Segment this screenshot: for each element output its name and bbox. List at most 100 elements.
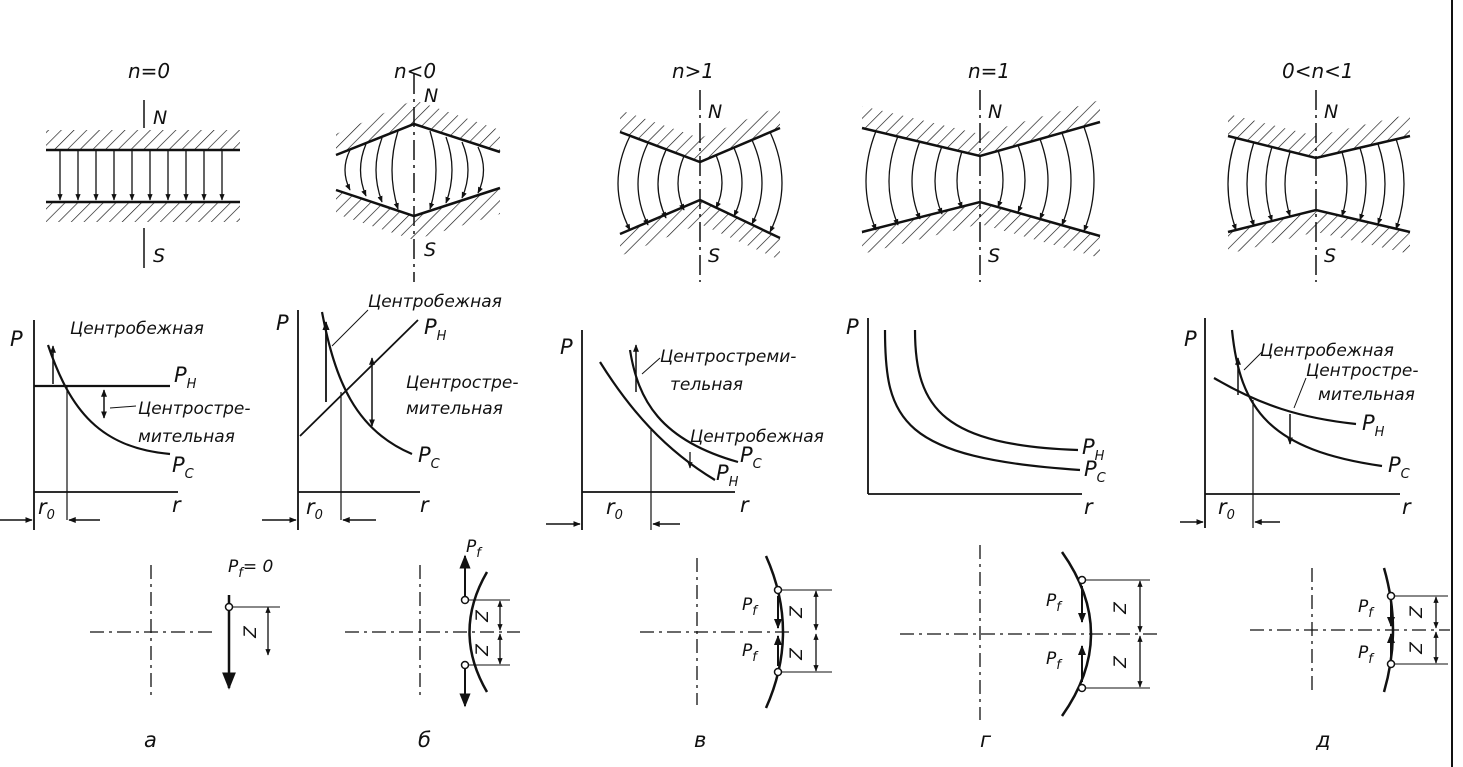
panel-a-graph: P r Центробежная Центростре- мительная P…: [0, 319, 251, 530]
panel-c-force: Z Z Pf Pf в: [640, 555, 832, 752]
panel-c-label-centrifugal: Центробежная: [690, 427, 824, 447]
panel-b-magnet: N S: [335, 74, 501, 282]
panel-d-axis-r: r: [1084, 495, 1094, 519]
panel-a-r0-label: r0: [38, 495, 55, 523]
panel-a-curve-h-label: PH: [174, 363, 197, 392]
panel-b-axis-r: r: [420, 493, 430, 517]
panel-e-z-lower: Z: [1407, 642, 1427, 655]
panel-e-pole-s: S: [1324, 245, 1336, 267]
panel-a-label-centripetal-2: мительная: [138, 427, 235, 447]
panel-e-pf-upper: Pf: [1358, 597, 1375, 621]
panel-a-label-centripetal-1: Центростре-: [138, 399, 251, 419]
panel-d-z-lower: Z: [1111, 656, 1131, 669]
panel-e-force: Z Z Pf Pf д: [1250, 567, 1450, 752]
panel-a-magnet: N S: [46, 100, 240, 268]
panel-c-graph: P r Центростреми- тельная Центробежная P…: [546, 330, 824, 530]
panel-b-pf-label: Pf: [466, 537, 483, 561]
panel-b-letter: б: [418, 728, 431, 752]
panel-a-heading: n=0: [128, 59, 170, 83]
panel-a-axis-p: P: [10, 327, 23, 351]
panel-a-pole-s: S: [153, 245, 165, 267]
panel-a-z: Z: [241, 626, 261, 639]
panel-c-axis-p: P: [560, 335, 573, 359]
panel-e-label-centripetal-1: Центростре-: [1306, 361, 1419, 381]
panel-e-graph: P r Центробежная Центростре- мительная P…: [1180, 318, 1419, 528]
panel-c: n>1 N S P r: [546, 59, 832, 752]
panel-b-graph: P r Центробежная Центростре- мительная P…: [262, 292, 519, 530]
panel-e-pole-n: N: [1324, 101, 1338, 123]
panel-a-curve-c: [46, 344, 171, 456]
panel-d-letter: г: [980, 728, 992, 752]
panel-c-r0-label: r0: [606, 495, 623, 523]
panel-c-axis-r: r: [740, 493, 750, 517]
panel-a-pf-label: Pf= 0: [228, 557, 273, 581]
panel-a-label-centrifugal: Центробежная: [70, 319, 204, 339]
panel-e-magnet: N S: [1227, 90, 1411, 282]
panel-c-pf-upper: Pf: [742, 595, 759, 619]
panel-e: 0<n<1 N S P r: [1180, 59, 1450, 752]
panel-b-curve-h: [299, 319, 419, 437]
panel-c-curve-h: [599, 361, 716, 481]
panel-a: n=0 N S: [0, 59, 280, 752]
panel-c-label-centripetal-2: тельная: [670, 375, 743, 395]
panel-c-letter: в: [694, 728, 706, 752]
panel-e-label-centrifugal: Центробежная: [1260, 341, 1394, 361]
panel-b-heading: n<0: [394, 59, 436, 83]
panel-b-z-upper: Z: [473, 610, 493, 623]
panel-b-label-centripetal-2: мительная: [406, 399, 503, 419]
panel-d-pole-s: S: [988, 245, 1000, 267]
panel-e-letter: д: [1315, 728, 1331, 752]
panel-c-label-centripetal-1: Центростреми-: [660, 347, 796, 367]
panel-e-r0-label: r0: [1218, 495, 1235, 523]
panel-d: n=1 N S P: [846, 59, 1160, 752]
panel-e-axis-r: r: [1402, 495, 1412, 519]
panel-d-force: Z Z Pf Pf г: [900, 545, 1160, 752]
panel-d-z-upper: Z: [1111, 602, 1131, 615]
panel-c-pole-n: N: [708, 101, 722, 123]
panel-b-curve-h-label: PH: [424, 315, 447, 344]
panel-d-curve-h: [913, 329, 1079, 452]
panel-d-curve-h-label: PH: [1082, 435, 1105, 464]
panel-d-curve-c-label: PC: [1084, 457, 1107, 486]
panel-a-axis-r: r: [172, 493, 182, 517]
panel-c-curve-c: [628, 349, 739, 464]
panel-c-heading: n>1: [672, 59, 714, 83]
panel-d-pf-upper: Pf: [1046, 591, 1063, 615]
panel-e-curve-h-label: PH: [1362, 411, 1385, 440]
panel-d-magnet: N S: [861, 90, 1101, 282]
panel-c-curve-h-label: PH: [716, 461, 739, 490]
panel-d-pole-n: N: [988, 101, 1002, 123]
panel-e-label-centripetal-2: мительная: [1318, 385, 1415, 405]
panel-b-label-centripetal-1: Центростре-: [406, 373, 519, 393]
panel-a-force: Z Pf= 0 а: [90, 557, 280, 752]
panel-d-field-lines: [865, 126, 1095, 232]
panel-b-axis-p: P: [276, 311, 289, 335]
panel-b-curve-c-label: PC: [418, 443, 441, 472]
panel-c-field-lines: [617, 131, 783, 233]
panel-b-force: Z Z Pf б: [345, 537, 520, 752]
panel-c-z-lower: Z: [787, 648, 807, 661]
panel-b-z-lower: Z: [473, 644, 493, 657]
panel-a-letter: а: [144, 728, 157, 752]
panel-b-pole-s: S: [424, 239, 436, 261]
panel-d-heading: n=1: [968, 59, 1010, 83]
panel-d-pf-lower: Pf: [1046, 649, 1063, 673]
panel-b: n<0 N S P r: [262, 59, 520, 752]
panel-c-pf-lower: Pf: [742, 641, 759, 665]
panel-b-label-centrifugal: Центробежная: [368, 292, 502, 312]
panel-c-magnet: N S: [617, 90, 783, 282]
panel-d-graph: P r PH PC: [846, 315, 1107, 519]
panel-a-pole-n: N: [153, 107, 167, 129]
panel-a-curve-c-label: PC: [172, 453, 195, 482]
panel-b-field-lines: [344, 130, 485, 210]
panel-c-z-upper: Z: [787, 606, 807, 619]
panel-b-curve-c: [320, 311, 413, 456]
panel-e-heading: 0<n<1: [1282, 59, 1354, 83]
panel-c-curve-c-label: PC: [740, 443, 763, 472]
panel-a-field-lines: [57, 150, 225, 201]
panel-e-pf-lower: Pf: [1358, 643, 1375, 667]
panel-d-axis-p: P: [846, 315, 859, 339]
panel-e-axis-p: P: [1184, 327, 1197, 351]
panel-b-pole-n: N: [424, 85, 438, 107]
